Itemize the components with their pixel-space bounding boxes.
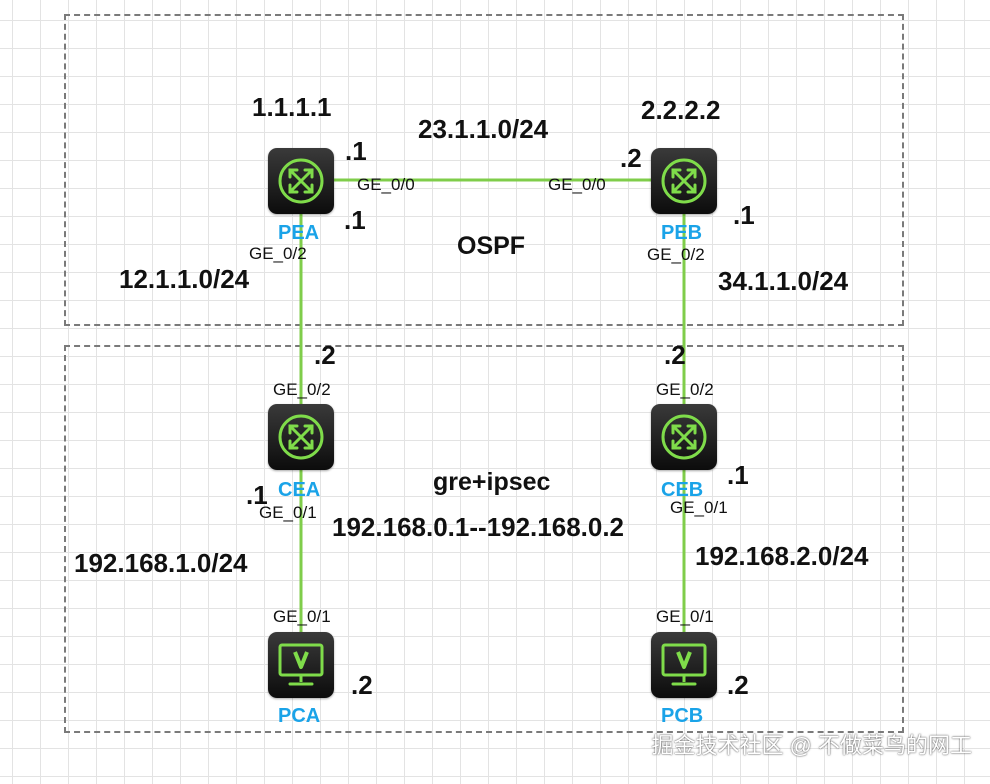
router-peb[interactable] [651, 148, 717, 214]
device-name-pea: PEA [278, 222, 320, 244]
ospf-zone-box [64, 14, 904, 326]
pc-monitor-icon [278, 643, 324, 686]
ip-pea-ge00: .1 [345, 136, 367, 166]
loopback-peb: 2.2.2.2 [641, 95, 721, 125]
device-name-pca: PCA [278, 705, 321, 727]
ip-cea-ge01: .1 [246, 480, 268, 510]
ip-peb-ge02: .1 [733, 200, 755, 230]
port-ceb-ge02: GE_0/2 [656, 380, 714, 399]
ip-cea-ge02: .2 [314, 340, 336, 370]
router-pea[interactable] [268, 148, 334, 214]
loopback-pea: 1.1.1.1 [252, 92, 332, 122]
port-ceb-ge01: GE_0/1 [670, 498, 728, 517]
router-cea[interactable] [268, 404, 334, 470]
network-peb-ceb: 34.1.1.0/24 [718, 266, 849, 296]
network-ceb-pcb: 192.168.2.0/24 [695, 541, 869, 571]
port-cea-ge02: GE_0/2 [273, 380, 331, 399]
ip-ceb-ge01: .1 [727, 460, 749, 490]
router-icon [661, 414, 707, 460]
ip-pea-ge02: .1 [344, 205, 366, 235]
port-pcb-ge01: GE_0/1 [656, 607, 714, 626]
ip-peb-ge00: .2 [620, 143, 642, 173]
router-icon [661, 158, 707, 204]
watermark-text: 掘金技术社区 @ 不做菜鸟的网工 [651, 733, 972, 758]
port-pea-ge00: GE_0/0 [357, 175, 415, 194]
port-peb-ge02: GE_0/2 [647, 245, 705, 264]
network-pea-cea: 12.1.1.0/24 [119, 264, 250, 294]
port-cea-ge01: GE_0/1 [259, 503, 317, 522]
zone-label-ospf: OSPF [457, 232, 526, 260]
ip-pcb: .2 [727, 670, 749, 700]
gre-ipsec-zone-box [64, 345, 904, 733]
device-name-cea: CEA [278, 479, 321, 501]
router-ceb[interactable] [651, 404, 717, 470]
pc-pcb[interactable] [651, 632, 717, 698]
network-cea-pca: 192.168.1.0/24 [74, 548, 248, 578]
port-pea-ge02: GE_0/2 [249, 244, 307, 263]
tunnel-addresses: 192.168.0.1--192.168.0.2 [332, 512, 625, 542]
pc-pca[interactable] [268, 632, 334, 698]
pc-monitor-icon [661, 643, 707, 686]
zone-label-gre-ipsec: gre+ipsec [433, 468, 551, 496]
network-pea-peb: 23.1.1.0/24 [418, 114, 549, 144]
device-name-pcb: PCB [661, 705, 704, 727]
device-name-ceb: CEB [661, 479, 704, 501]
device-name-peb: PEB [661, 222, 703, 244]
ip-pca: .2 [351, 670, 373, 700]
port-pca-ge01: GE_0/1 [273, 607, 331, 626]
ip-ceb-ge02: .2 [664, 340, 686, 370]
port-peb-ge00: GE_0/0 [548, 175, 606, 194]
router-icon [278, 158, 324, 204]
router-icon [278, 414, 324, 460]
